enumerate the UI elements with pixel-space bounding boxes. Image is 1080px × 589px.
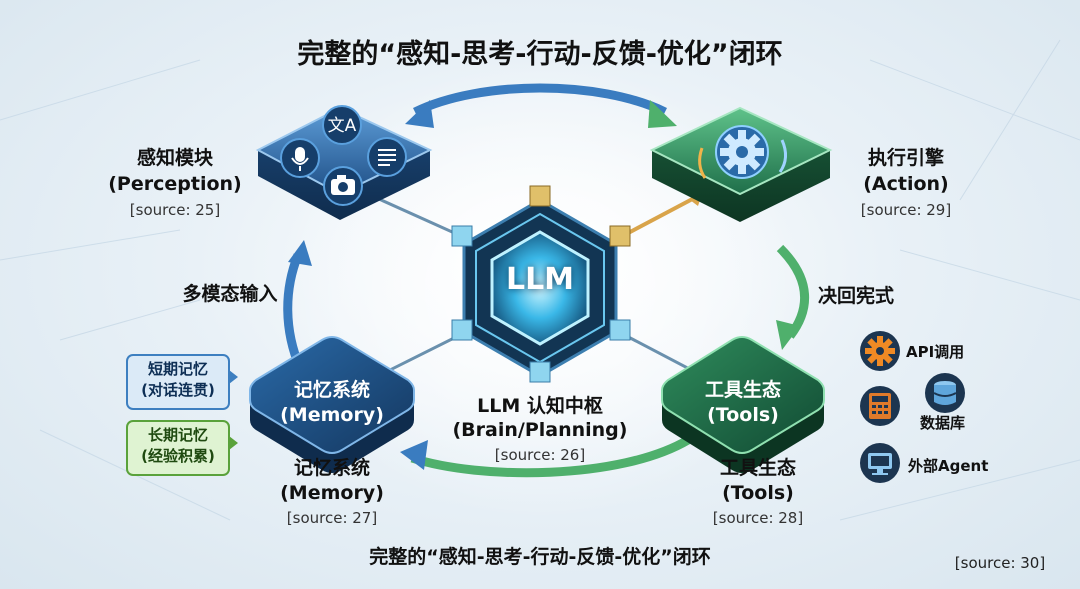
microphone-icon <box>280 138 320 178</box>
memory-sub: (Memory) <box>280 482 384 504</box>
tools-icons <box>860 331 965 483</box>
api-gear-icon <box>860 331 900 371</box>
memory-card-sub: (Memory) <box>280 404 384 426</box>
top-loop-arrow <box>413 83 667 117</box>
database-icon <box>925 373 965 413</box>
top-loop-arrow-left-head <box>405 100 434 128</box>
memory-source: [source: 27] <box>286 509 378 527</box>
perception-sub: (Perception) <box>108 173 242 195</box>
left-loop-arrow-head <box>288 240 312 266</box>
core-cubes <box>451 185 631 383</box>
llm-sub: (Brain/Planning) <box>452 419 628 441</box>
perception-name: 感知模块 <box>136 147 213 169</box>
tools-card-sub: (Tools) <box>707 404 779 426</box>
calculator-icon <box>860 386 900 426</box>
decision-action-label: 决回宪式 <box>817 285 894 307</box>
tools-name: 工具生态 <box>719 457 796 479</box>
tools-sub: (Tools) <box>722 482 794 504</box>
memory-name: 记忆系统 <box>293 457 370 479</box>
llm-name: LLM 认知中枢 <box>477 395 603 417</box>
top-loop-arrow-right-head <box>648 100 677 128</box>
action-source: [source: 29] <box>860 201 952 219</box>
gear-icon <box>715 125 769 179</box>
action-name: 执行引擎 <box>867 147 944 169</box>
bottom-source: [source: 30] <box>954 554 1046 572</box>
short-term-memory-sub: (对话连贯) <box>141 381 215 399</box>
short-term-memory-label: 短期记忆 <box>147 360 208 378</box>
llm-core <box>451 185 631 383</box>
bottom-loop-arrow-head <box>400 440 428 470</box>
tool-item-external-agent: 外部Agent <box>908 457 989 475</box>
short-term-memory-badge: 短期记忆 (对话连贯) <box>126 354 238 410</box>
llm-source: [source: 26] <box>494 446 586 464</box>
long-term-memory-sub: (经验积累) <box>141 447 215 465</box>
bottom-title: 完整的“感知-思考-行动-反馈-优化”闭环 <box>369 546 711 568</box>
page-title: 完整的“感知-思考-行动-反馈-优化”闭环 <box>297 39 783 70</box>
document-icon <box>367 137 407 177</box>
long-term-memory-badge: 长期记忆 (经验积累) <box>126 420 238 476</box>
svg-text:文A: 文A <box>328 116 357 136</box>
perception-source: [source: 25] <box>129 201 221 219</box>
action-rotate-right-mark <box>778 139 787 173</box>
tools-card <box>661 336 825 473</box>
camera-icon <box>323 166 363 206</box>
action-sub: (Action) <box>863 173 949 195</box>
right-loop-arrow-head <box>776 320 800 350</box>
llm-core-label: LLM <box>505 262 575 297</box>
action-rotate-left-mark <box>698 147 707 179</box>
memory-card-name: 记忆系统 <box>293 379 370 401</box>
multimodal-input-label: 多模态输入 <box>182 283 278 305</box>
translate-icon: 文A <box>322 105 362 145</box>
monitor-icon <box>860 443 900 483</box>
tools-card-name: 工具生态 <box>704 379 781 401</box>
tools-source: [source: 28] <box>712 509 804 527</box>
tool-item-api: API调用 <box>906 343 965 361</box>
memory-card <box>249 336 415 473</box>
bottom-loop-arrow <box>410 436 691 478</box>
long-term-memory-label: 长期记忆 <box>147 426 208 444</box>
tool-item-database: 数据库 <box>920 414 966 432</box>
